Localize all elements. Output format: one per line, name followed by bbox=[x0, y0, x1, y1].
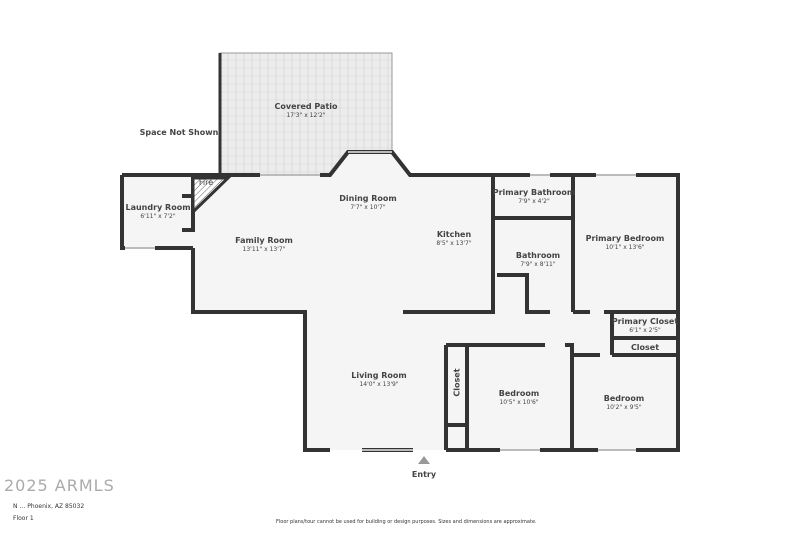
room-name: Closet bbox=[452, 368, 462, 397]
room-name: Primary Bathroom bbox=[492, 188, 576, 197]
room-dims: 8'5" x 13'7" bbox=[436, 240, 472, 247]
room-dims: 7'9" x 8'11" bbox=[520, 261, 556, 268]
room-dims: 7'7" x 10'7" bbox=[350, 204, 386, 211]
room-name: Dining Room bbox=[339, 194, 397, 203]
room-name: Closet bbox=[630, 343, 660, 352]
fireplace bbox=[191, 176, 232, 216]
space-not-shown-text: Space Not Shown bbox=[139, 128, 219, 137]
entry-text: Entry bbox=[411, 470, 437, 479]
room-dims: 10'5" x 10'6" bbox=[499, 399, 539, 406]
room-name: Primary Closet bbox=[611, 317, 679, 326]
room-name: Laundry Room bbox=[125, 203, 191, 212]
room-dims: 10'1" x 13'6" bbox=[605, 244, 645, 251]
floor-label: Floor 1 bbox=[13, 515, 34, 522]
room-dims: 6'11" x 7'2" bbox=[140, 213, 176, 220]
room-hall-closet: Closet bbox=[453, 368, 462, 396]
room-fire: Fire bbox=[199, 178, 213, 187]
space-not-shown-label: Space Not Shown bbox=[140, 128, 219, 137]
room-name: Bedroom bbox=[498, 389, 540, 398]
room-dims: 13'11" x 13'7" bbox=[242, 246, 286, 253]
room-name: Kitchen bbox=[436, 230, 472, 239]
entry-label: Entry bbox=[412, 470, 436, 479]
room-closet: Closet bbox=[631, 343, 659, 352]
room-name: Covered Patio bbox=[274, 102, 338, 111]
room-dims: 10'2" x 9'5" bbox=[606, 404, 642, 411]
address: N … Phoenix, AZ 85032 bbox=[13, 503, 85, 510]
room-name: Bedroom bbox=[603, 394, 645, 403]
entry-arrow-icon bbox=[418, 456, 430, 464]
room-name: Family Room bbox=[235, 236, 293, 245]
disclaimer: Floor plans/tour cannot be used for buil… bbox=[276, 519, 537, 525]
room-name: Fire bbox=[198, 178, 214, 187]
room-name: Primary Bedroom bbox=[585, 234, 665, 243]
watermark: 2025 ARMLS bbox=[4, 476, 115, 495]
main-floor bbox=[193, 152, 678, 450]
room-name: Bathroom bbox=[515, 251, 561, 260]
room-name: Living Room bbox=[351, 371, 407, 380]
room-dims: 14'0" x 13'9" bbox=[359, 381, 399, 388]
room-dims: 6'1" x 2'5" bbox=[629, 327, 661, 334]
room-dims: 17'3" x 12'2" bbox=[286, 112, 326, 119]
room-dims: 7'9" x 4'2" bbox=[518, 198, 550, 205]
